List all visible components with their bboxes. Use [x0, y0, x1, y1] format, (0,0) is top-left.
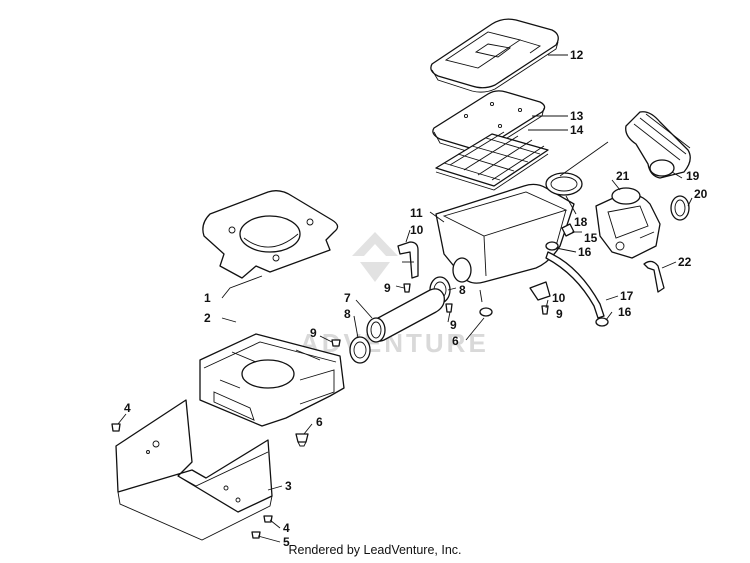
- callouts: 12 13 14 11 10 9 8 7 8 9 9 6 1 2 4 6 3 4…: [124, 48, 708, 549]
- part-14-filter-cage: [435, 131, 549, 191]
- callout-10-left: 10: [410, 223, 424, 237]
- part-20-clamp: [670, 195, 690, 221]
- callout-13: 13: [570, 109, 584, 123]
- part-18-clamp: [545, 172, 583, 196]
- callout-17: 17: [620, 289, 634, 303]
- part-1-top-plate: [202, 190, 339, 279]
- callout-6-lower: 6: [316, 415, 323, 429]
- callout-16-lower: 16: [618, 305, 632, 319]
- watermark-logo: [352, 232, 398, 282]
- callout-8-right: 8: [459, 283, 466, 297]
- callout-2: 2: [204, 311, 211, 325]
- callout-14: 14: [570, 123, 584, 137]
- callout-22: 22: [678, 255, 692, 269]
- callout-3: 3: [285, 479, 292, 493]
- callout-21: 21: [616, 169, 630, 183]
- part-11-airbox-body: [435, 183, 575, 317]
- callout-4-upper: 4: [124, 401, 131, 415]
- callout-10-right: 10: [552, 291, 566, 305]
- callout-18: 18: [574, 215, 588, 229]
- part-21-carburetor: [595, 187, 661, 259]
- callout-9-d: 9: [556, 307, 563, 321]
- callout-9-b: 9: [450, 318, 457, 332]
- part-9-screw-b: [445, 303, 453, 313]
- part-4-bolt-upper: [111, 423, 121, 432]
- part-19-intake-boot: [625, 111, 691, 179]
- part-9-screw-a: [403, 283, 411, 293]
- part-9-screw-c: [331, 339, 341, 347]
- callout-8-left: 8: [344, 307, 351, 321]
- callout-1: 1: [204, 291, 211, 305]
- part-16-clamp-lower: [595, 317, 609, 327]
- callout-12: 12: [570, 48, 584, 62]
- callout-7: 7: [344, 291, 351, 305]
- callout-4-lower: 4: [283, 521, 290, 535]
- part-22-vent-hose: [643, 260, 665, 293]
- callout-20: 20: [694, 187, 708, 201]
- callout-9-c: 9: [310, 326, 317, 340]
- callout-15: 15: [584, 231, 598, 245]
- footer-credit: Rendered by LeadVenture, Inc.: [288, 543, 462, 557]
- part-9-screw-d: [541, 305, 549, 315]
- callout-11: 11: [410, 206, 423, 220]
- callout-9-a: 9: [384, 281, 391, 295]
- callout-5: 5: [283, 535, 290, 549]
- part-17-drain-hose: [545, 251, 605, 319]
- part-2-base: [199, 333, 345, 427]
- part-3-lower-bracket: [115, 399, 273, 541]
- callout-6-upper: 6: [452, 334, 459, 348]
- callout-16-upper: 16: [578, 245, 592, 259]
- part-7-boot: [366, 288, 445, 343]
- part-5-nut: [251, 531, 261, 539]
- part-6-grommet-lower: [295, 433, 309, 447]
- part-10-bracket-right: [529, 281, 551, 301]
- part-10-bracket-left: [397, 241, 419, 279]
- part-16-clamp-upper: [545, 241, 559, 251]
- leader-lines: [117, 54, 693, 543]
- part-8-clamp-left: [349, 336, 371, 364]
- callout-19: 19: [686, 169, 700, 183]
- part-12-airbox-lid: [430, 18, 559, 93]
